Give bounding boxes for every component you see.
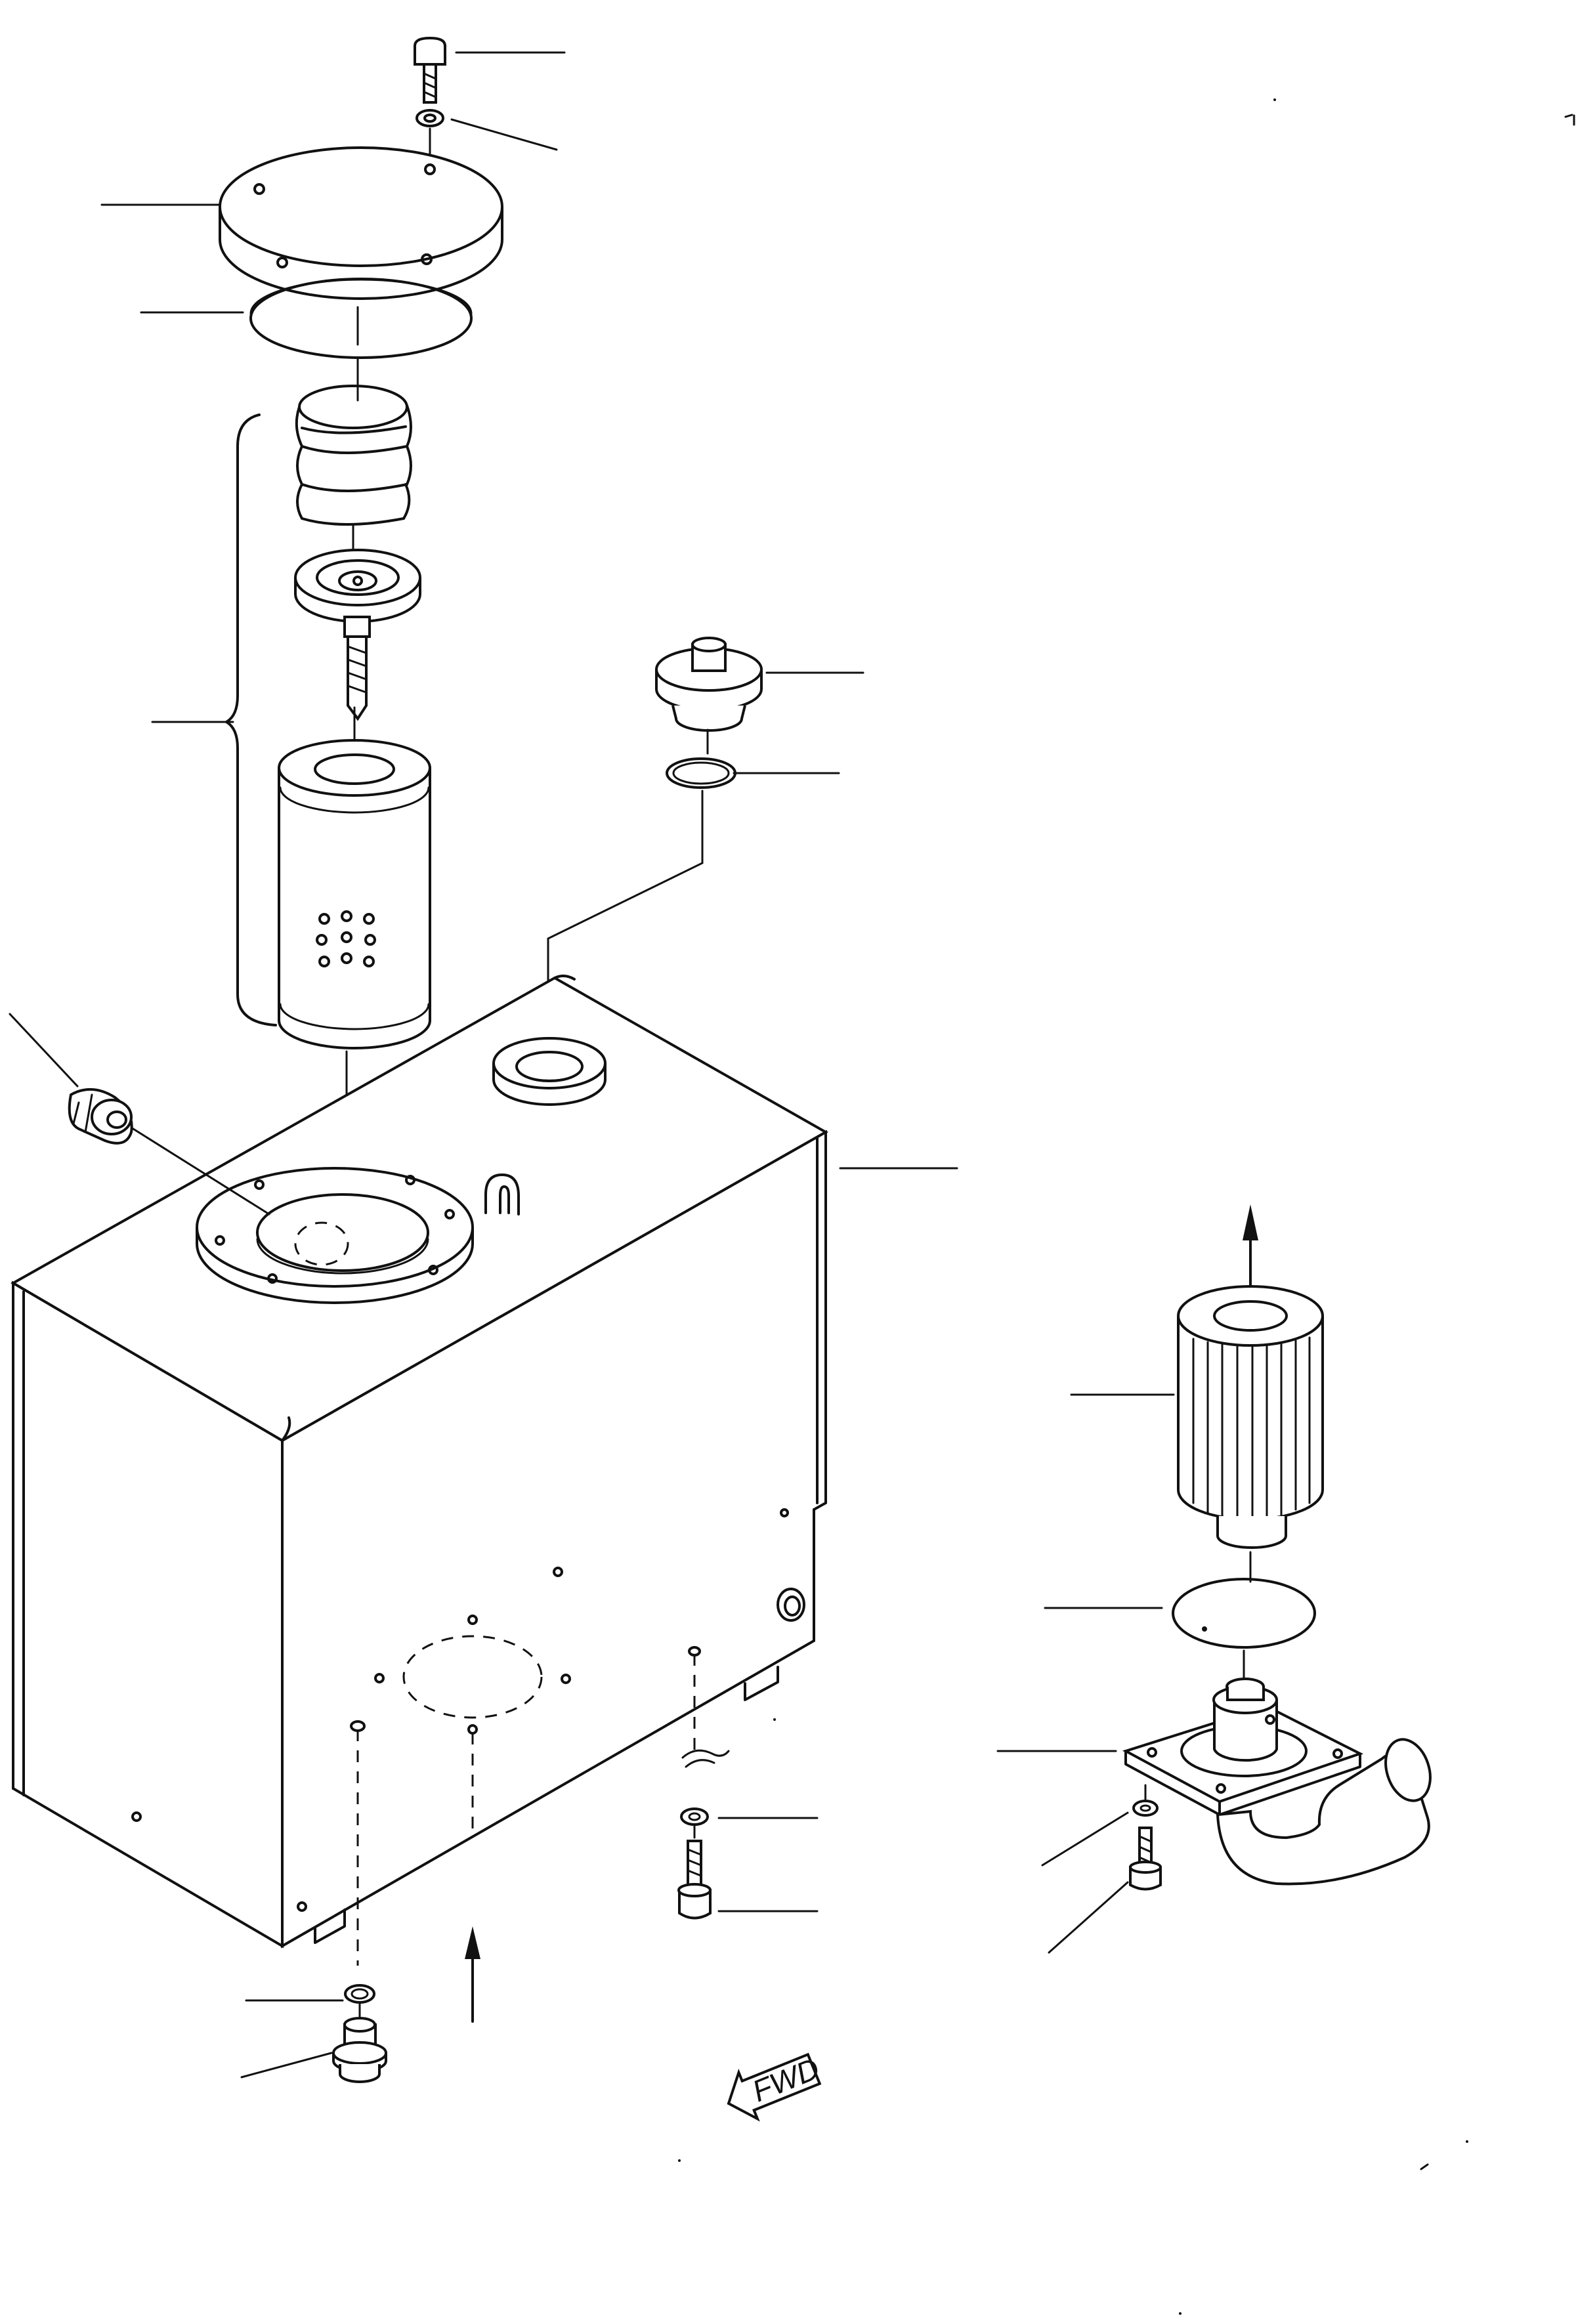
- fwd-direction-marker[interactable]: FWD: [719, 2044, 828, 2126]
- suction-pipe-elbow: [1216, 1738, 1432, 1886]
- drain-plug: [332, 2017, 387, 2083]
- leader-line-flange-washer: [1041, 1811, 1129, 1867]
- arrow-up-icon: [465, 1926, 480, 2023]
- bottom-bolt: [677, 1840, 712, 1920]
- tank-hook-pipe: [484, 1173, 520, 1215]
- flange-bolt: [1129, 1827, 1162, 1891]
- hydraulic-tank-body: [10, 975, 829, 1966]
- filter-port-flange: [196, 1167, 474, 1304]
- bottom-flat-washer: [680, 1807, 709, 1826]
- lock-washer: [415, 109, 444, 127]
- side-plug: [68, 1088, 133, 1145]
- leader-line-flange-bolt: [1048, 1881, 1129, 1954]
- leader-lines: [9, 51, 1175, 2079]
- bottom-spring-washer: [681, 1749, 730, 1768]
- leader-line-side-plug: [9, 1013, 79, 1088]
- filler-cap: [655, 637, 763, 732]
- suction-strainer: [1177, 1285, 1324, 1549]
- flange-lock-washer: [1132, 1800, 1159, 1817]
- bottom-cover-outline: [402, 1635, 543, 1719]
- cover-gasket-ring: [249, 278, 473, 359]
- filter-cartridge: [278, 739, 431, 1049]
- fwd-label: FWD: [748, 2051, 824, 2108]
- filter-cover: [219, 146, 503, 300]
- strainer-gasket: [1172, 1578, 1316, 1649]
- bypass-valve: [294, 549, 421, 721]
- filter-assembly-bracket: [225, 413, 277, 1026]
- filler-neck: [492, 1037, 607, 1106]
- cover-bolt: [414, 36, 446, 104]
- leader-line-drain-plug: [240, 2052, 333, 2079]
- drain-o-ring: [344, 1984, 375, 2004]
- filler-o-ring: [666, 757, 736, 789]
- leader-line-lock-washer: [450, 118, 558, 151]
- filter-spring: [295, 385, 412, 526]
- scan-specks: [678, 98, 1575, 2315]
- axis-line-side-plug: [127, 1124, 270, 1215]
- suction-flange: [1122, 1678, 1364, 1816]
- fwd-arrow-icon: [727, 2052, 822, 2122]
